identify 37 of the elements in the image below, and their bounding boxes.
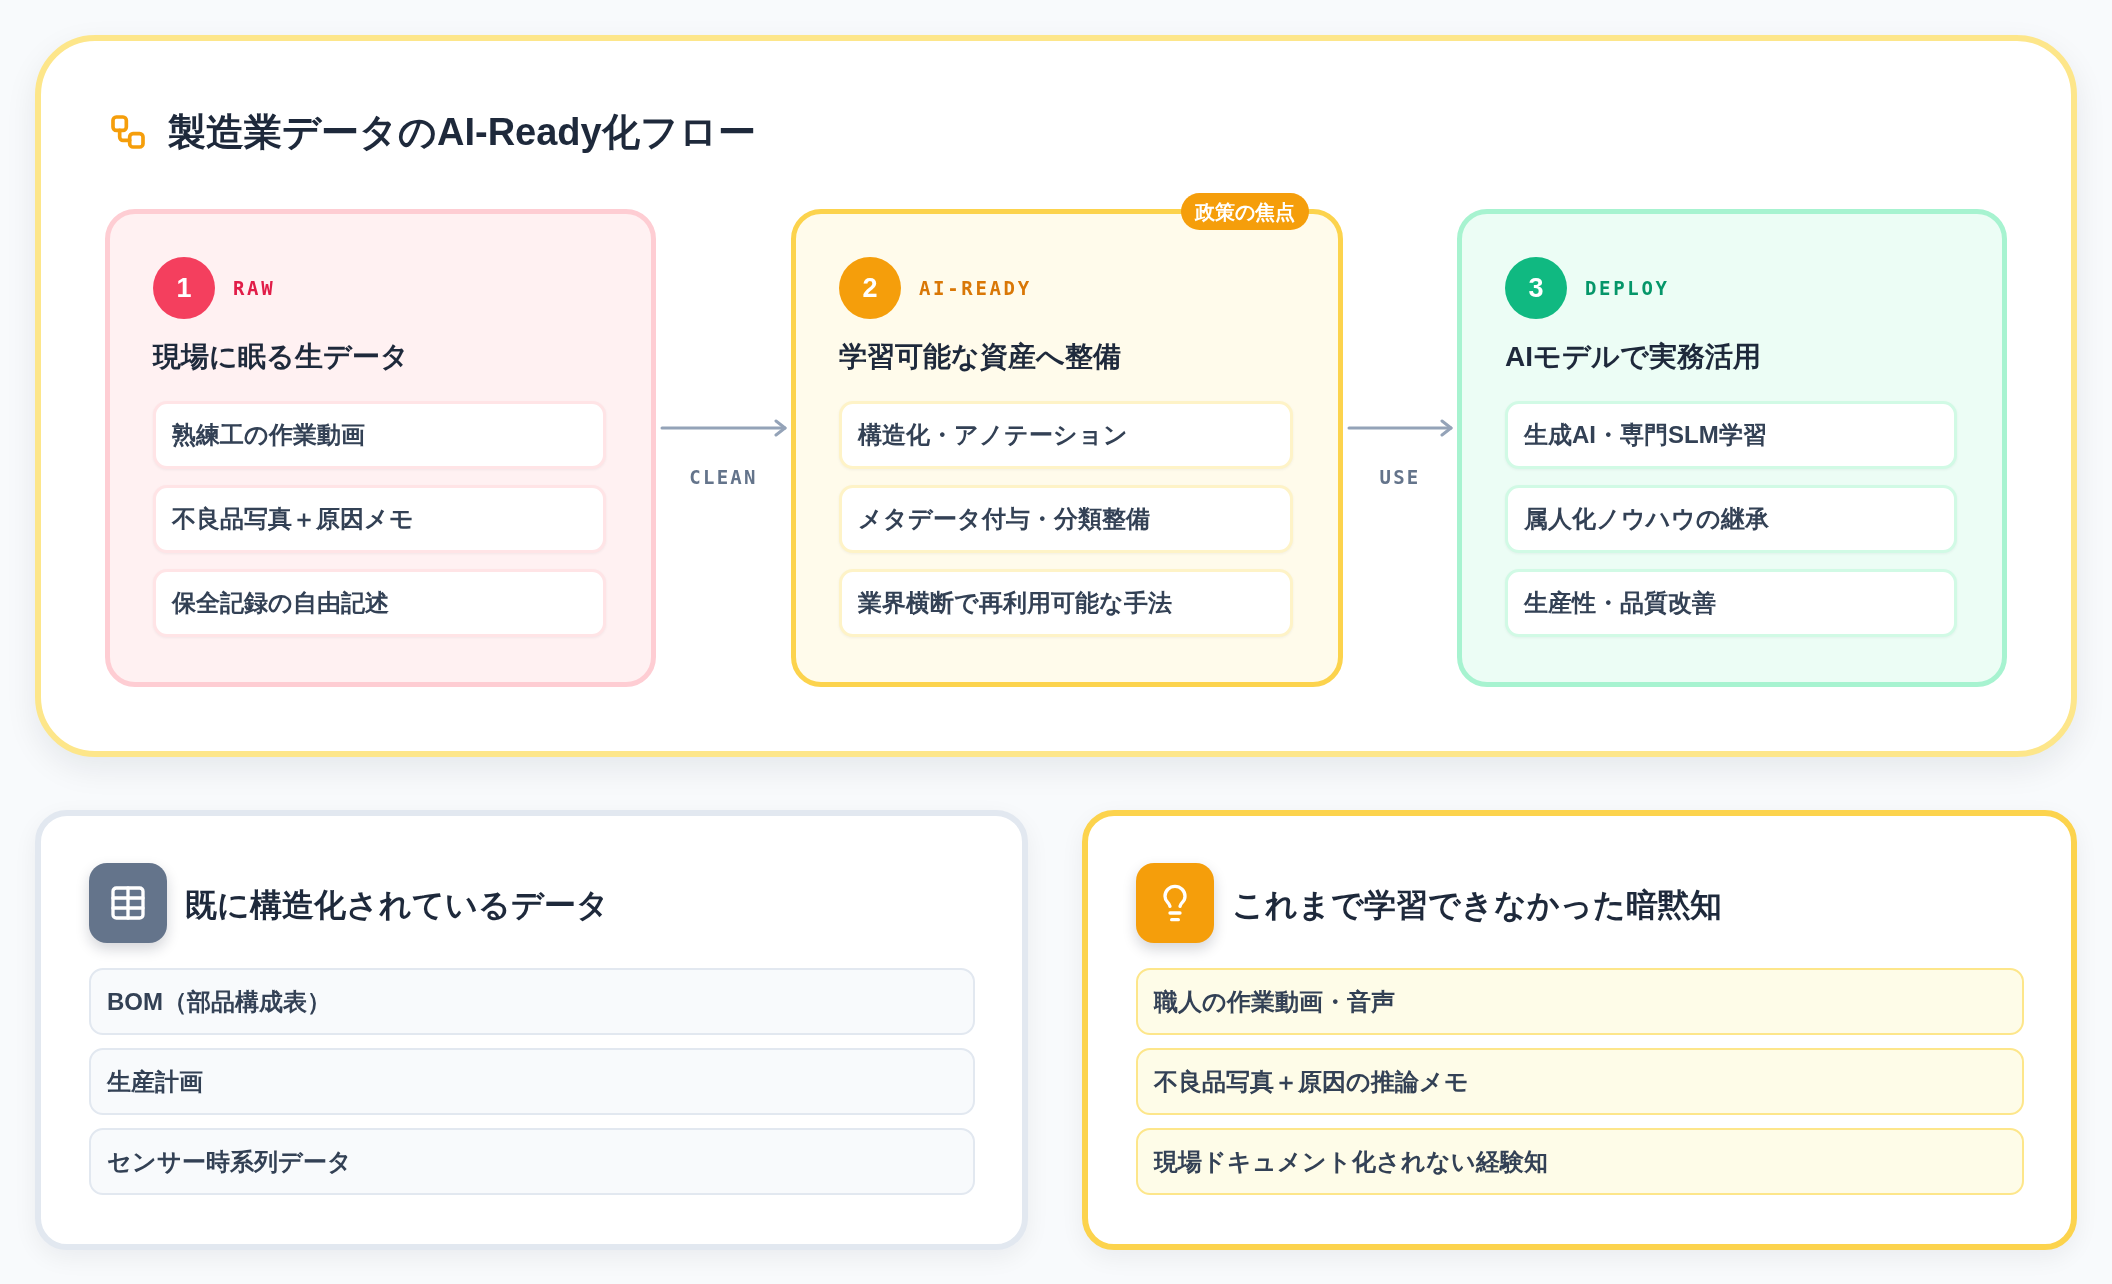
arrow [1347,419,1453,437]
info-panel [1082,810,2077,1250]
stage-card [1457,209,2007,687]
data-item: 不良品写真＋原因メモ [153,485,606,553]
stage-heading: 現場に眠る生データ [153,340,409,374]
data-item: センサー時系列データ [89,1128,975,1195]
data-item: 生成AI・専門SLM学習 [1505,401,1957,469]
focus-badge: 政策の焦点 [1181,193,1309,230]
data-item: 職人の作業動画・音声 [1136,968,2024,1035]
data-item: 保全記録の自由記述 [153,569,606,637]
data-item: 業界横断で再利用可能な手法 [839,569,1293,637]
data-item: メタデータ付与・分類整備 [839,485,1293,553]
data-item: 構造化・アノテーション [839,401,1293,469]
flow-panel [35,35,2077,757]
data-item: 現場ドキュメント化されない経験知 [1136,1128,2024,1195]
panel-heading: これまで学習できなかった暗黙知 [1232,886,1722,925]
arrow [660,419,787,437]
stage-tag: RAW [233,276,276,300]
panel-title: 製造業データのAI-Ready化フロー [168,110,756,155]
step-number-badge: 1 [153,257,215,319]
data-item: BOM（部品構成表） [89,968,975,1035]
data-item: 不良品写真＋原因の推論メモ [1136,1048,2024,1115]
data-item: 属人化ノウハウの継承 [1505,485,1957,553]
stage-card [105,209,656,687]
data-item: 熟練工の作業動画 [153,401,606,469]
data-item: 生産性・品質改善 [1505,569,1957,637]
panel-heading: 既に構造化されているデータ [185,886,609,925]
stage-heading: AIモデルで実務活用 [1505,340,1761,374]
data-item: 生産計画 [89,1048,975,1115]
stage-heading: 学習可能な資産へ整備 [839,340,1121,374]
edge-label: CLEAN [689,465,758,489]
stage-tag: AI-READY [919,276,1032,300]
edge-label: USE [1379,465,1421,489]
info-panel [35,810,1028,1250]
step-number-badge: 3 [1505,257,1567,319]
step-number-badge: 2 [839,257,901,319]
stage-tag: DEPLOY [1585,276,1670,300]
